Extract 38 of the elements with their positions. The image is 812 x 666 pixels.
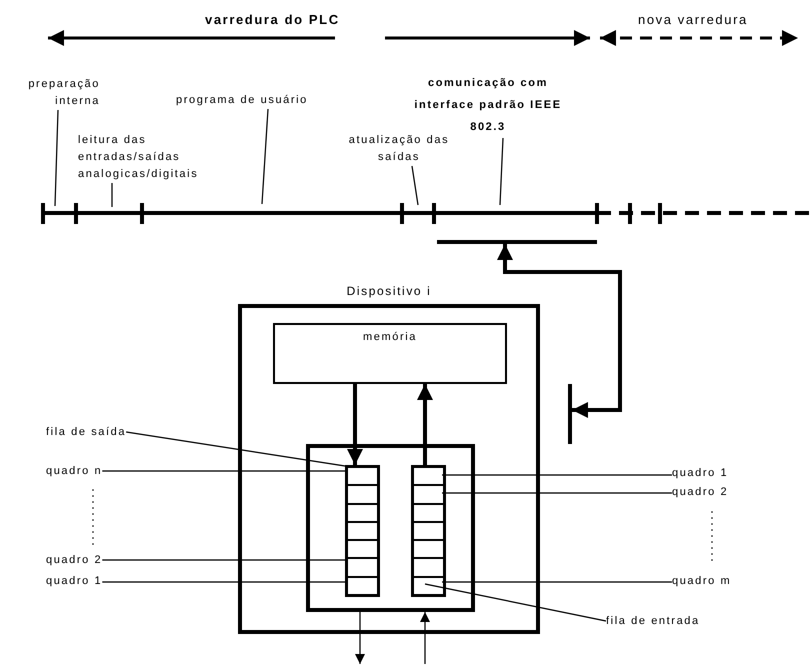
leader-line (102, 559, 345, 561)
leader-line (442, 581, 672, 583)
step-label: preparação interna (8, 76, 100, 110)
arrow (417, 384, 433, 465)
frame-label: quadro 1 (672, 465, 728, 482)
frame-label: quadro m (672, 573, 732, 590)
arrow (355, 612, 365, 664)
step-label: atualização das saídas (338, 132, 460, 166)
input-queue (411, 465, 446, 597)
queue-label: fila de saída (46, 424, 126, 441)
leader-line (126, 431, 346, 467)
memory-box: memória (273, 323, 507, 384)
step-label: leitura das entradas/saídas analogicas/digitais (78, 132, 203, 183)
leader-line (442, 474, 672, 476)
scan-label: nova varredura (638, 12, 748, 27)
arrow (347, 384, 363, 465)
queue-label: fila de entrada (606, 613, 700, 630)
queue-frame (306, 444, 475, 612)
box-title: Dispositivo i (346, 284, 432, 298)
leader-line (54, 110, 59, 206)
leader-line (411, 166, 419, 206)
frame-label: quadro 2 (672, 484, 728, 501)
leader-line (442, 492, 672, 494)
output-queue (345, 465, 380, 597)
frame-label: quadro 2 (46, 552, 102, 569)
leader-line (424, 583, 606, 622)
arrow (420, 612, 430, 664)
frame-label: quadro 1 (46, 573, 102, 590)
step-label: programa de usuário (176, 92, 351, 109)
leader-line (111, 183, 113, 207)
arrow (497, 244, 622, 418)
leader-line (102, 581, 345, 583)
bus-tap-bar (568, 384, 572, 444)
leader-line (102, 470, 345, 472)
leader-line (499, 138, 504, 206)
leader-line (261, 108, 269, 204)
frame-label: quadro n (46, 463, 102, 480)
title-label: varredura do PLC (205, 12, 340, 27)
